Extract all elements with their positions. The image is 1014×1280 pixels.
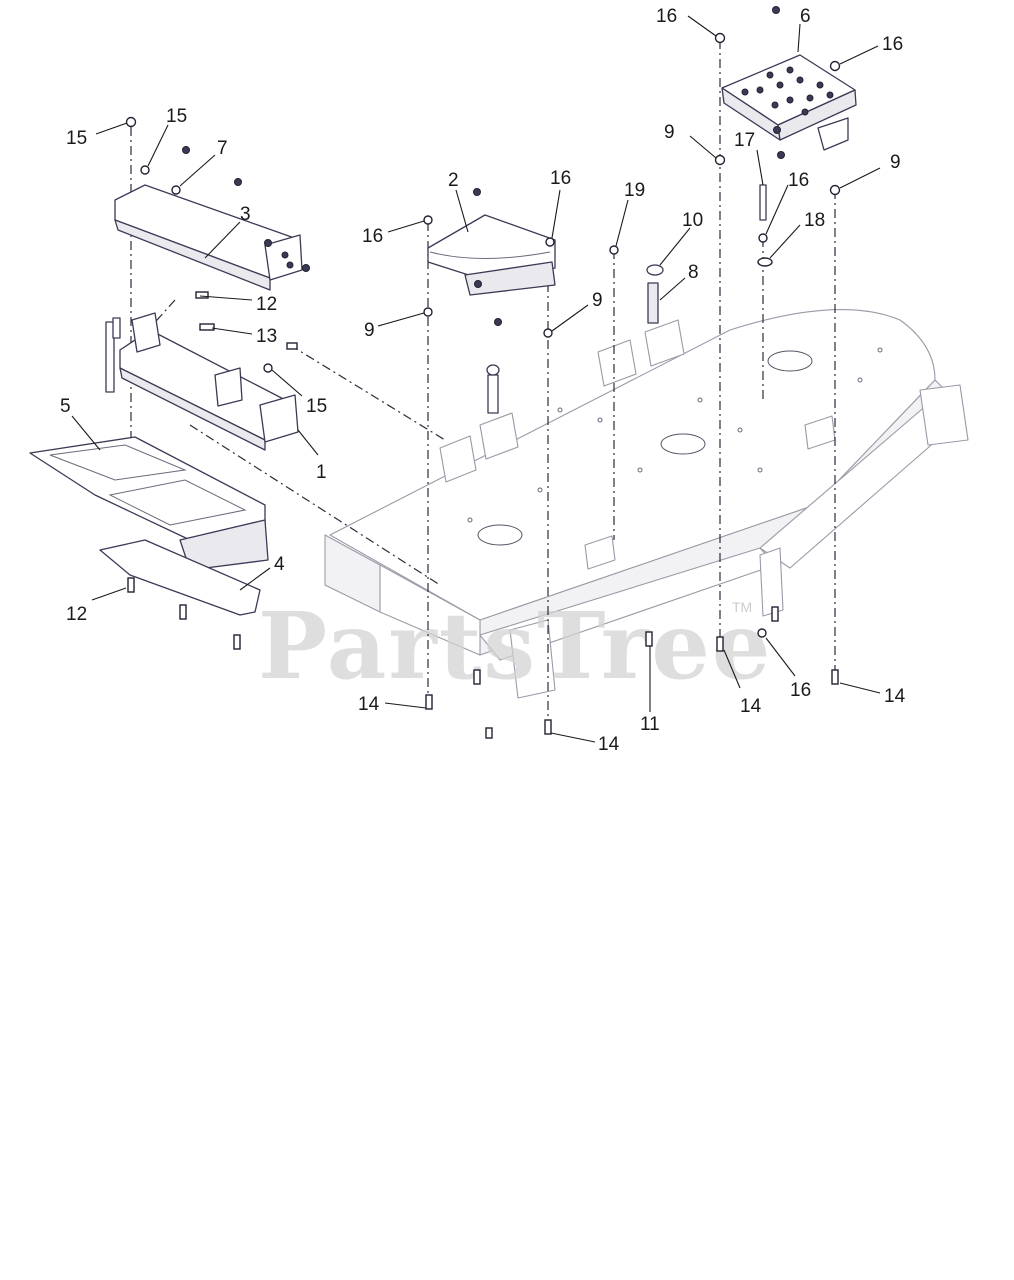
callout-label: 5	[60, 396, 71, 417]
callout-label: 12	[66, 604, 87, 625]
callout-label: 14	[884, 686, 906, 707]
callout-label: 14	[358, 694, 380, 715]
callout-labels: 16 6 16 15 15 7 9 17 9 2 16 16 3 19 16 1…	[60, 6, 906, 755]
fasteners	[125, 6, 841, 739]
callout-label: 17	[734, 130, 755, 151]
callout-label: 6	[800, 6, 811, 27]
watermark: PartsTree TM	[258, 592, 772, 700]
mower-deck	[324, 309, 969, 699]
callout-label: 10	[682, 210, 703, 231]
watermark-trademark: TM	[732, 599, 752, 615]
callout-label: 16	[656, 6, 677, 27]
callout-label: 19	[624, 180, 645, 201]
callout-label: 14	[740, 696, 762, 717]
leader-lines	[71, 15, 881, 743]
callout-label: 15	[66, 128, 87, 149]
part-5-footrest	[29, 436, 269, 571]
part-3-bracket	[114, 184, 303, 291]
callout-label: 1	[316, 462, 327, 483]
callout-label: 4	[274, 554, 285, 575]
callout-label: 9	[364, 320, 375, 341]
callout-label: 12	[256, 294, 277, 315]
callout-label: 7	[217, 138, 228, 159]
callout-label: 9	[890, 152, 901, 173]
callout-label: 16	[362, 226, 383, 247]
callout-label: 8	[688, 262, 699, 283]
spacers	[486, 184, 767, 414]
alignment-lines	[129, 40, 836, 730]
callout-label: 15	[166, 106, 187, 127]
callout-label: 18	[804, 210, 825, 231]
callout-label: 9	[592, 290, 603, 311]
part-6-plate	[721, 54, 857, 151]
watermark-text: PartsTree	[258, 592, 772, 700]
callout-label: 3	[240, 204, 251, 225]
callout-label: 16	[790, 680, 811, 701]
callout-label: 9	[664, 122, 675, 143]
part-4-cover	[99, 539, 261, 616]
part-2-shield	[427, 214, 556, 296]
callout-label: 16	[788, 170, 809, 191]
callout-label: 16	[882, 34, 903, 55]
callout-label: 16	[550, 168, 571, 189]
part-1-hitch	[105, 312, 299, 451]
callout-label: 15	[306, 396, 327, 417]
callout-label: 13	[256, 326, 277, 347]
callout-label: 11	[640, 714, 660, 735]
callout-label: 2	[448, 170, 459, 191]
callout-label: 14	[598, 734, 620, 755]
